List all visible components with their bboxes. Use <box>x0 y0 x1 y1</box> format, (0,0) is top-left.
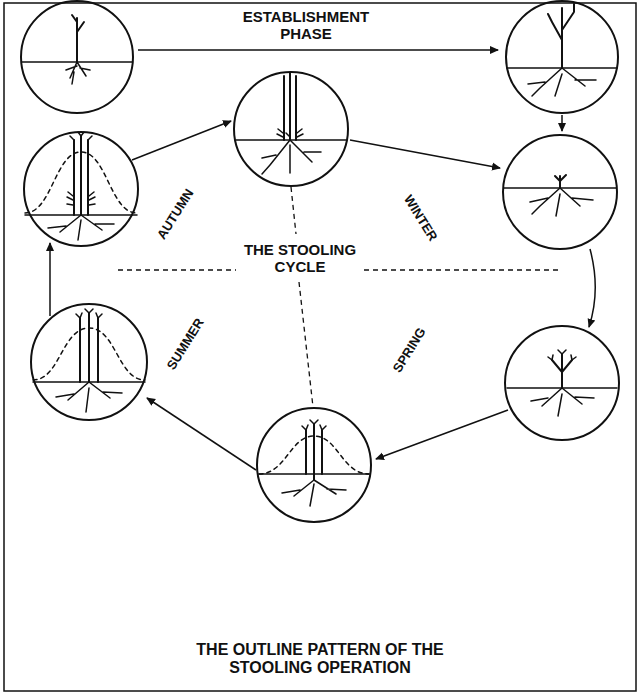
plant-drawings <box>22 4 617 506</box>
frame <box>4 3 636 691</box>
season-label: SPRING <box>380 308 440 392</box>
figure-caption: THE OUTLINE PATTERN OF THE STOOLING OPER… <box>155 641 485 678</box>
circles <box>21 1 619 522</box>
cycle-title: THE STOOLING CYCLE <box>241 241 359 276</box>
cycle-arrows <box>50 50 595 470</box>
season-dividers <box>118 187 558 407</box>
phase-label: ESTABLISHMENT PHASE <box>236 8 376 43</box>
season-label: WINTER <box>390 176 450 260</box>
season-label: AUTUMN <box>146 172 206 256</box>
season-label: SUMMER <box>156 302 216 386</box>
